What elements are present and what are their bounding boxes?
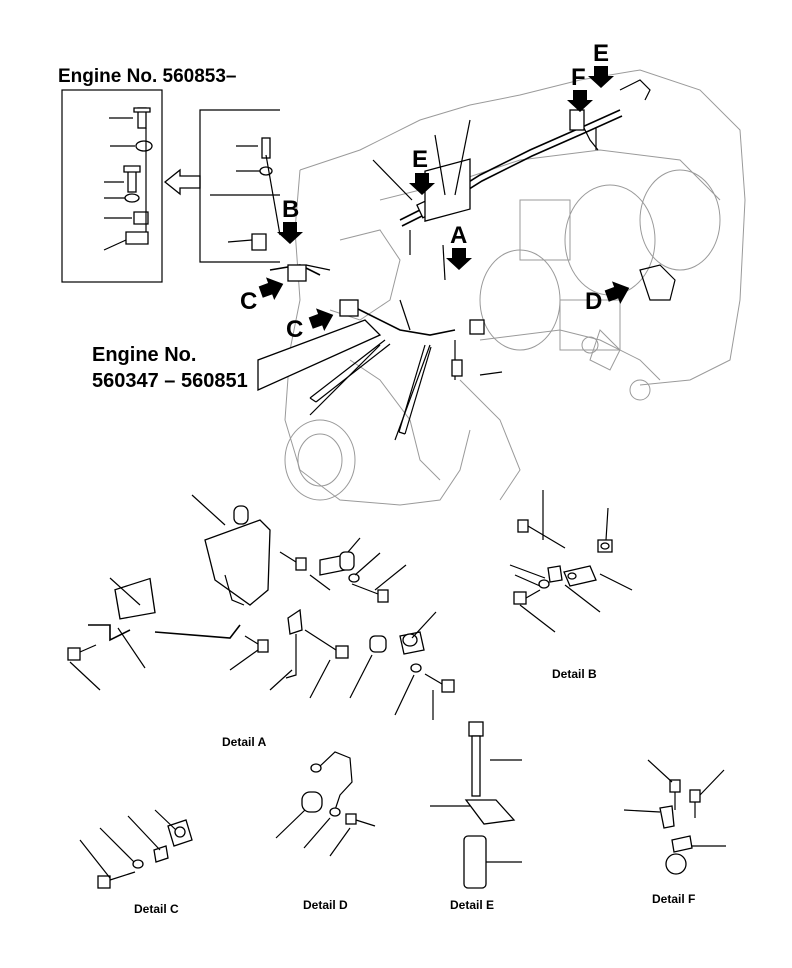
right-arrow-icon <box>308 308 334 331</box>
detail-b-label: Detail B <box>552 667 597 681</box>
detail-c-label: Detail C <box>134 902 179 916</box>
callout-a: A <box>450 222 468 249</box>
callout-b: B <box>282 196 300 223</box>
engine-old-pointer <box>257 319 382 392</box>
callout-arrows <box>258 66 630 331</box>
detail-e-parts <box>430 721 522 889</box>
left-hollow-arrow-icon <box>163 168 201 196</box>
detail-e-label: Detail E <box>450 898 495 912</box>
inset-old-engine <box>199 109 281 263</box>
detail-c-parts <box>79 809 193 889</box>
detail-f-parts <box>623 759 726 875</box>
engine-outline <box>284 69 746 506</box>
leader-lines <box>210 119 503 441</box>
callout-c-2: C <box>286 316 304 343</box>
down-arrow-icon <box>446 248 472 270</box>
callout-d: D <box>585 288 603 315</box>
engine-new-label: Engine No. 560853– <box>58 66 237 87</box>
detail-f-label: Detail F <box>652 892 696 906</box>
callout-e-1: E <box>412 146 429 173</box>
engine-old-label-line2: 560347 – 560851 <box>92 370 248 392</box>
inset-new-engine <box>61 89 163 283</box>
detail-a-label: Detail A <box>222 735 267 749</box>
callout-c-1: C <box>240 288 258 315</box>
engine-old-label-line1: Engine No. <box>92 344 197 366</box>
down-arrow-icon <box>567 90 593 112</box>
detail-b-parts <box>509 490 633 633</box>
callout-e-2: E <box>593 40 610 67</box>
down-arrow-icon <box>277 222 303 244</box>
detail-a-parts <box>67 494 455 720</box>
detail-d-label: Detail D <box>303 898 348 912</box>
detail-d-parts <box>275 751 376 857</box>
callout-f: F <box>571 64 586 91</box>
right-arrow-icon <box>258 277 284 300</box>
right-arrow-icon <box>604 281 630 304</box>
down-arrow-icon <box>409 173 435 195</box>
down-arrow-icon <box>588 66 614 88</box>
